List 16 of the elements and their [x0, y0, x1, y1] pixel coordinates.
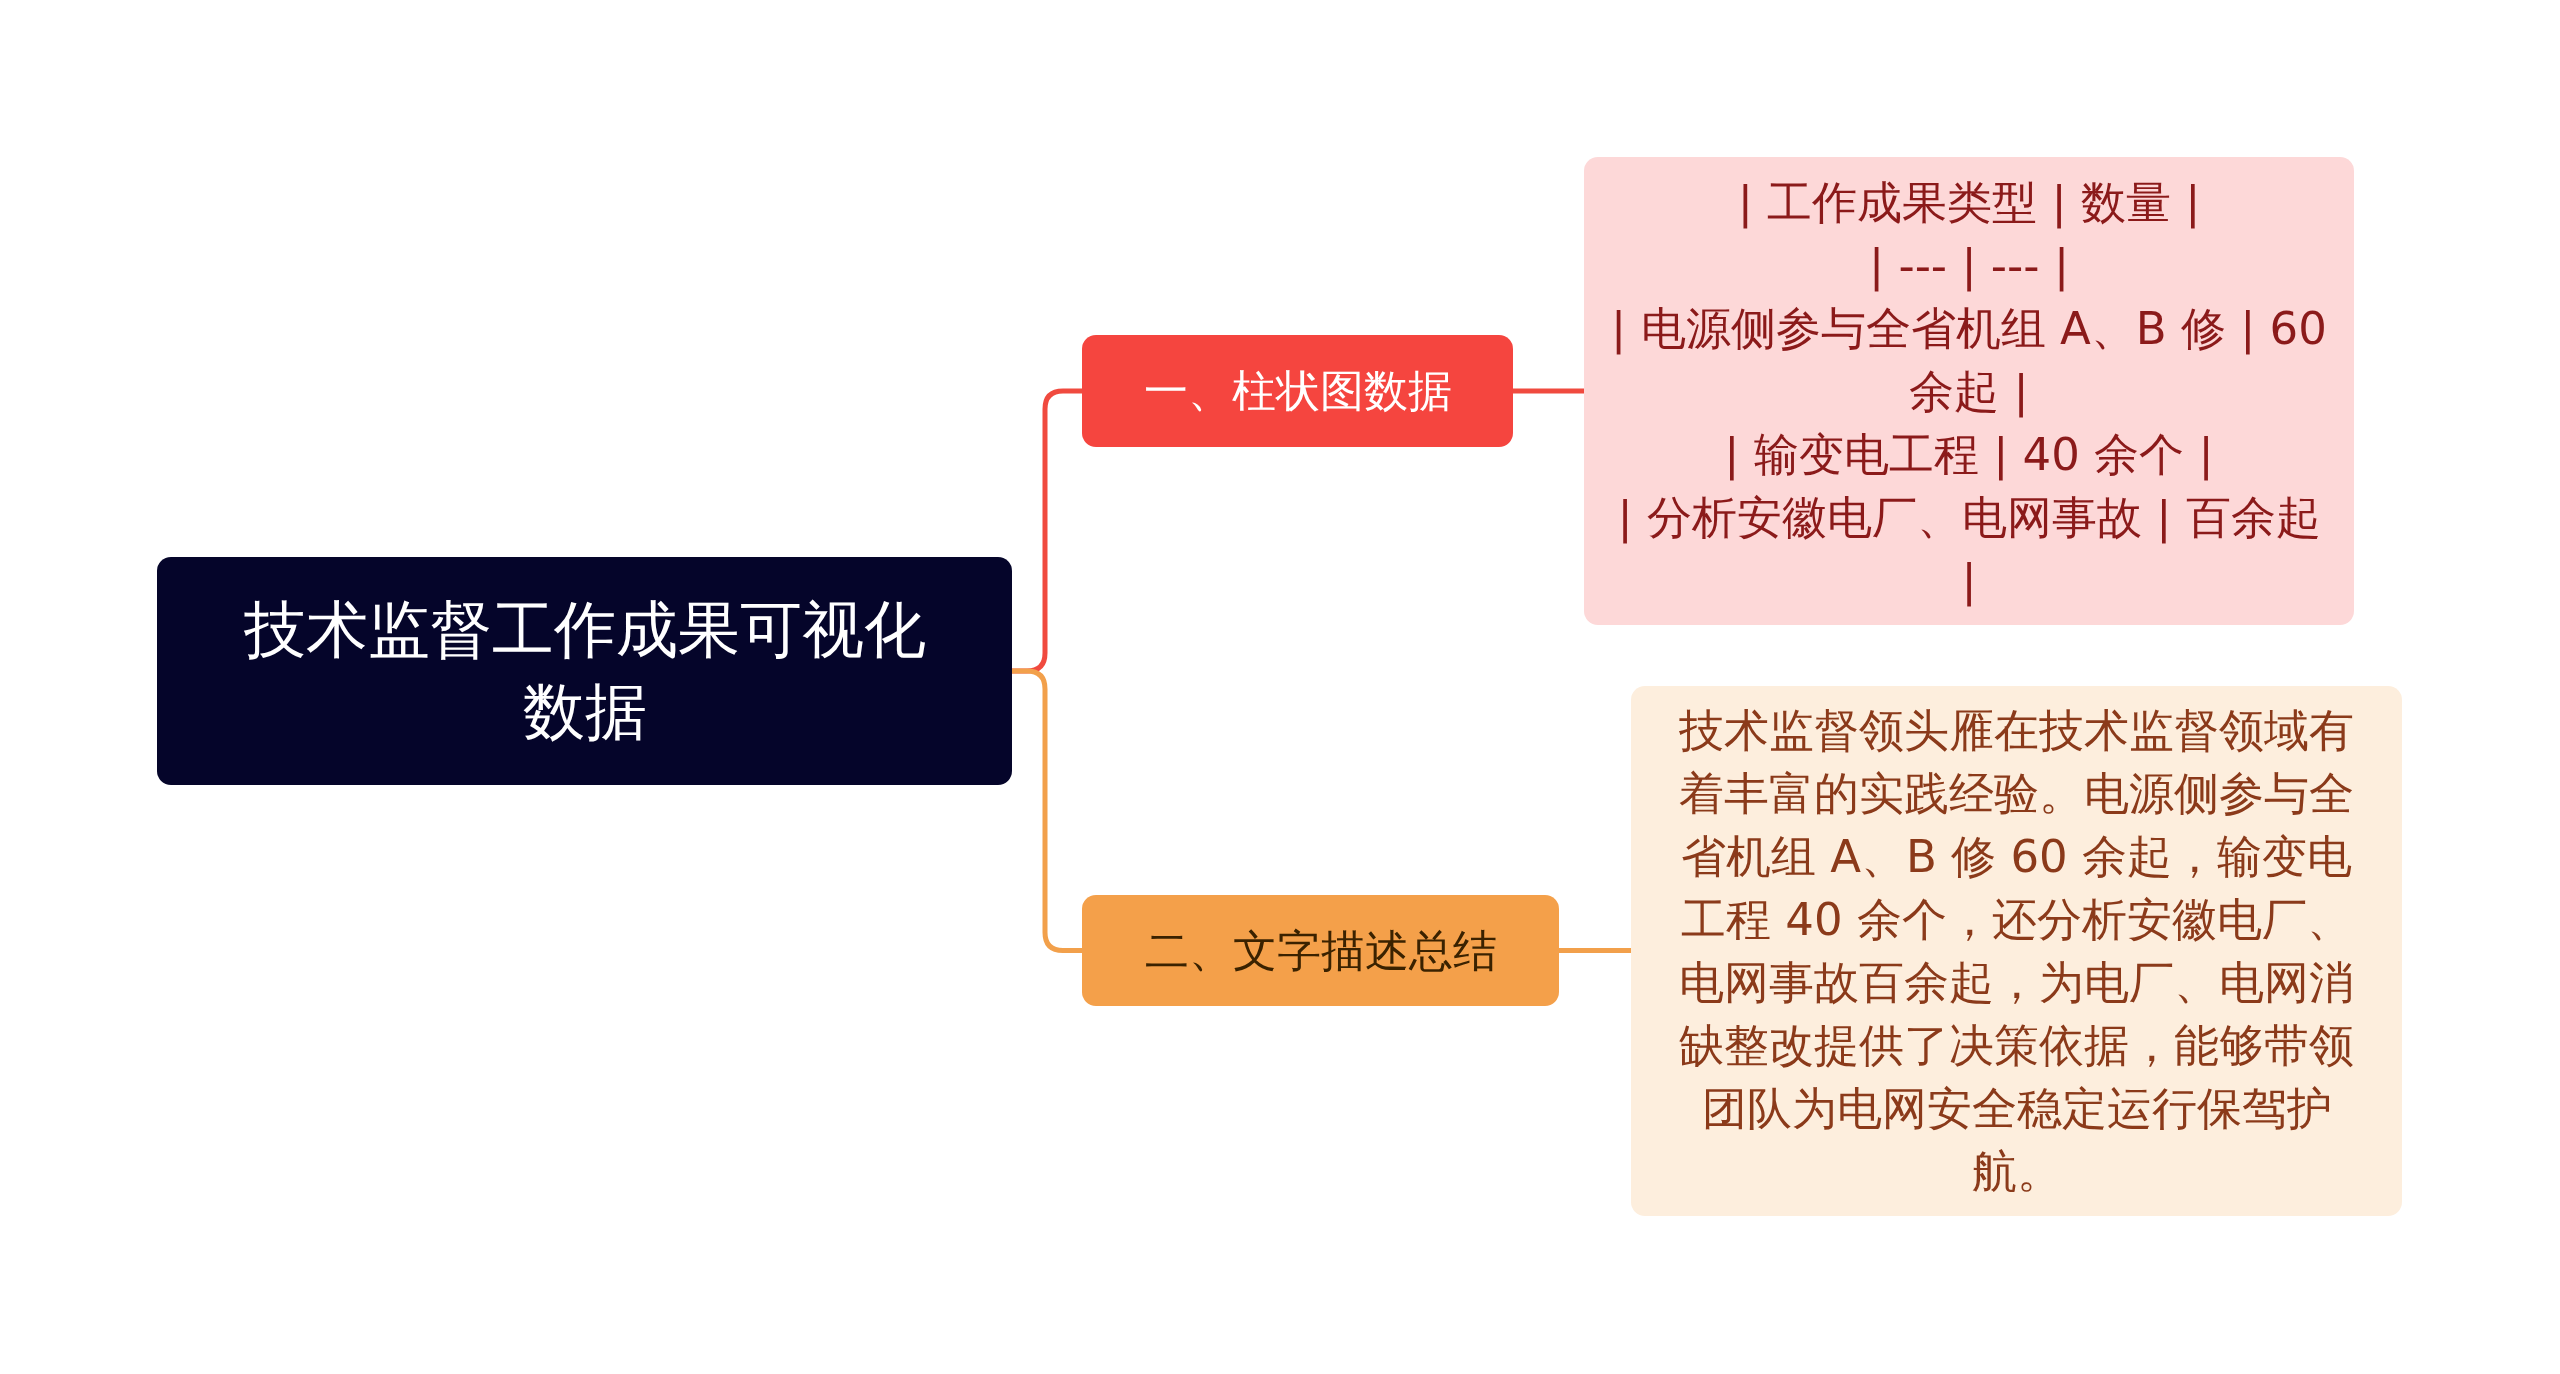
table-row-text: | --- | --- |: [1868, 237, 2070, 294]
topic-box: [1082, 895, 1559, 1006]
table-row-text: | 分析安徽电厂、电网事故 | 百余起 |: [1616, 489, 2322, 609]
note-box: [1631, 686, 2402, 1216]
topic-label: 一、柱状图数据: [1143, 364, 1452, 418]
table-row-text: | 电源侧参与全省机组 A、B 修 | 60 余起 |: [1610, 300, 2328, 420]
root-box: [157, 557, 1012, 785]
topic-box: [1082, 335, 1513, 447]
connector-line: [1513, 388, 1584, 394]
table-row-text: | 工作成果类型 | 数量 |: [1737, 174, 2201, 231]
paragraph-text: 技术监督领头雁在技术监督领域有着丰富的实践经验。电源侧参与全省机组 A、B 修 60 余起，输变电工程 40 余个，还分析安徽电厂、电网事故百余起，为电厂、电网消缺整改提供了决策依据，能够带领团队为电网安全稳定运行保驾护航。: [1678, 703, 2355, 1200]
topic-label: 二、文字描述总结: [1144, 923, 1497, 978]
connector-line: [1559, 948, 1631, 953]
root-title: 技术监督工作成果可视化数据: [242, 592, 927, 750]
note-box: [1584, 157, 2354, 625]
table-row-text: | 输变电工程 | 40 余个 |: [1724, 426, 2214, 483]
